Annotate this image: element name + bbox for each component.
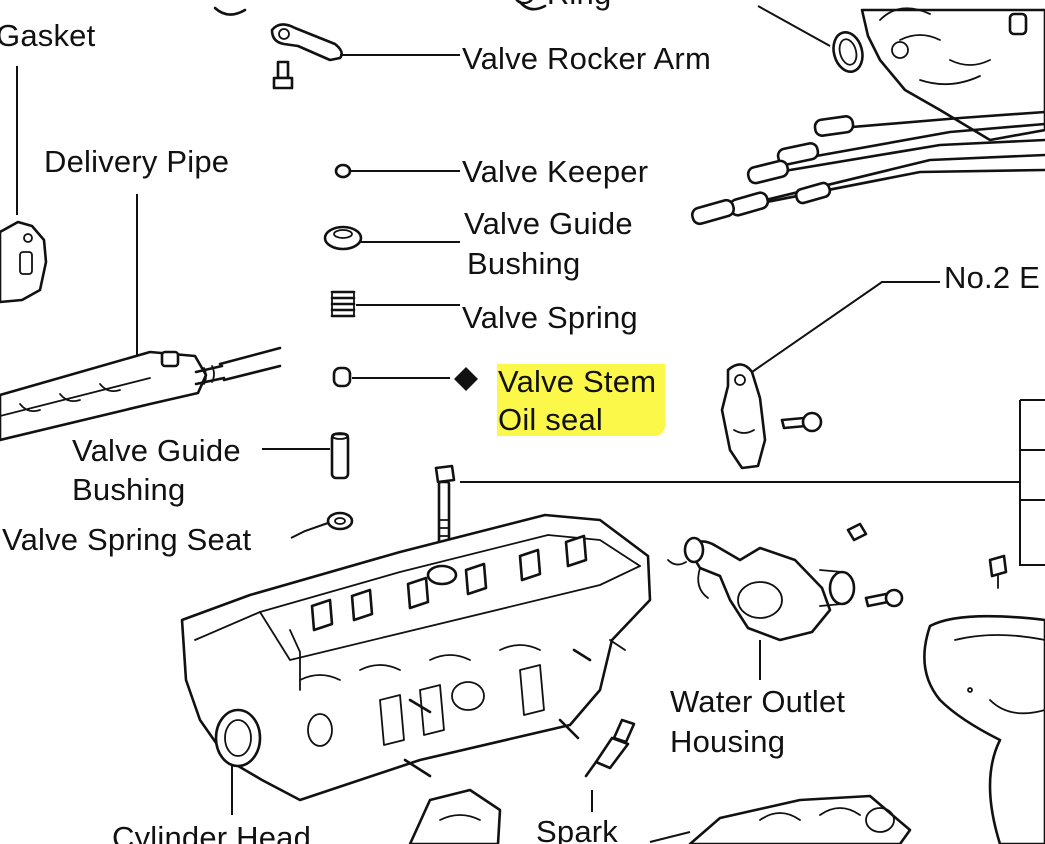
label-valve-rocker-arm: Valve Rocker Arm [462, 41, 711, 76]
head-bolt-part [434, 464, 456, 552]
highlight-valve-stem-oil-seal-2 [497, 396, 665, 436]
cylinder-head-part [180, 513, 652, 802]
water-outlet-housing-part [667, 522, 904, 680]
black-diamond-icon [454, 367, 478, 391]
label-gasket: Gasket [0, 18, 96, 53]
gasket-part [0, 66, 48, 304]
label-top-partial: O-Ring [512, 0, 611, 9]
label-valve-stem-oil-seal-1: Valve Stem [498, 364, 657, 399]
valve-stem-oil-seal-part [332, 366, 478, 391]
spark-plug-part [584, 718, 636, 812]
label-cylinder-head: Cylinder Head [112, 820, 312, 844]
label-valve-guide-bushing-top-2: Bushing [467, 246, 581, 281]
no2-bracket-part [720, 281, 940, 470]
valve-keeper-part [334, 163, 460, 179]
label-valve-keeper: Valve Keeper [462, 154, 649, 189]
label-water-outlet-housing-1: Water Outlet [670, 684, 846, 719]
valve-spring-seat-part [290, 511, 354, 539]
label-valve-guide-bushing-left-1: Valve Guide [72, 433, 241, 468]
bottom-partial-parts [231, 766, 912, 844]
delivery-pipe-part [0, 194, 282, 442]
label-valve-guide-bushing-left-2: Bushing [72, 472, 186, 507]
label-valve-stem-oil-seal-2: Oil seal [498, 402, 603, 437]
distributor-part [690, 5, 1045, 226]
label-no2: No.2 E [944, 260, 1040, 295]
label-water-outlet-housing-2: Housing [670, 724, 786, 759]
label-valve-guide-bushing-top-1: Valve Guide [464, 206, 633, 241]
valve-spring-part [330, 290, 460, 318]
right-edge-box [460, 399, 1045, 589]
highlight-valve-stem-oil-seal [497, 364, 665, 398]
valve-guide-bushing-top-part [323, 225, 460, 251]
label-delivery-pipe: Delivery Pipe [44, 144, 230, 179]
valve-rocker-arm-part [270, 23, 460, 90]
label-valve-spring: Valve Spring [462, 300, 638, 335]
top-partial-parts [213, 0, 547, 16]
label-spark: Spark [536, 814, 618, 844]
label-valve-spring-seat: Valve Spring Seat [2, 522, 252, 557]
right-manifold-part [923, 614, 1045, 844]
valve-guide-bushing-left-part [262, 432, 350, 480]
